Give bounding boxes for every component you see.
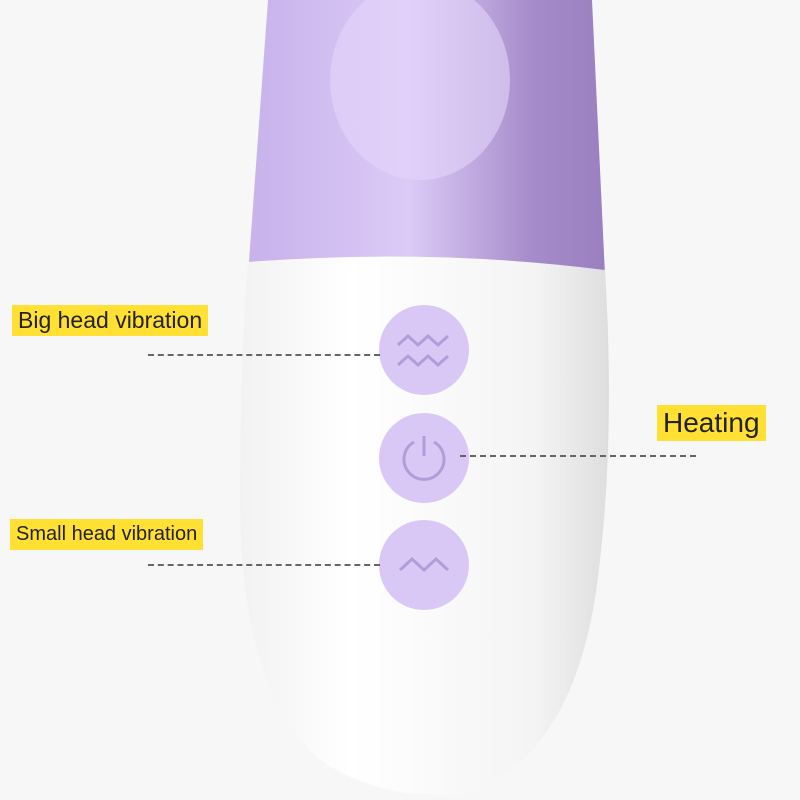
button-small-head[interactable] xyxy=(379,520,469,610)
leader-line-heating xyxy=(460,455,696,457)
shaft-highlight xyxy=(330,0,510,180)
button-power[interactable] xyxy=(379,413,469,503)
button-big-head[interactable] xyxy=(379,305,469,395)
double-wave-icon xyxy=(396,333,450,368)
leader-line-big-head xyxy=(148,354,380,356)
label-small-head-vibration: Small head vibration xyxy=(10,519,204,550)
power-icon xyxy=(402,436,446,481)
wave-icon xyxy=(398,556,450,573)
label-heating: Heating xyxy=(657,405,766,441)
label-big-head-vibration: Big head vibration xyxy=(12,305,209,336)
leader-line-small-head xyxy=(148,564,380,566)
